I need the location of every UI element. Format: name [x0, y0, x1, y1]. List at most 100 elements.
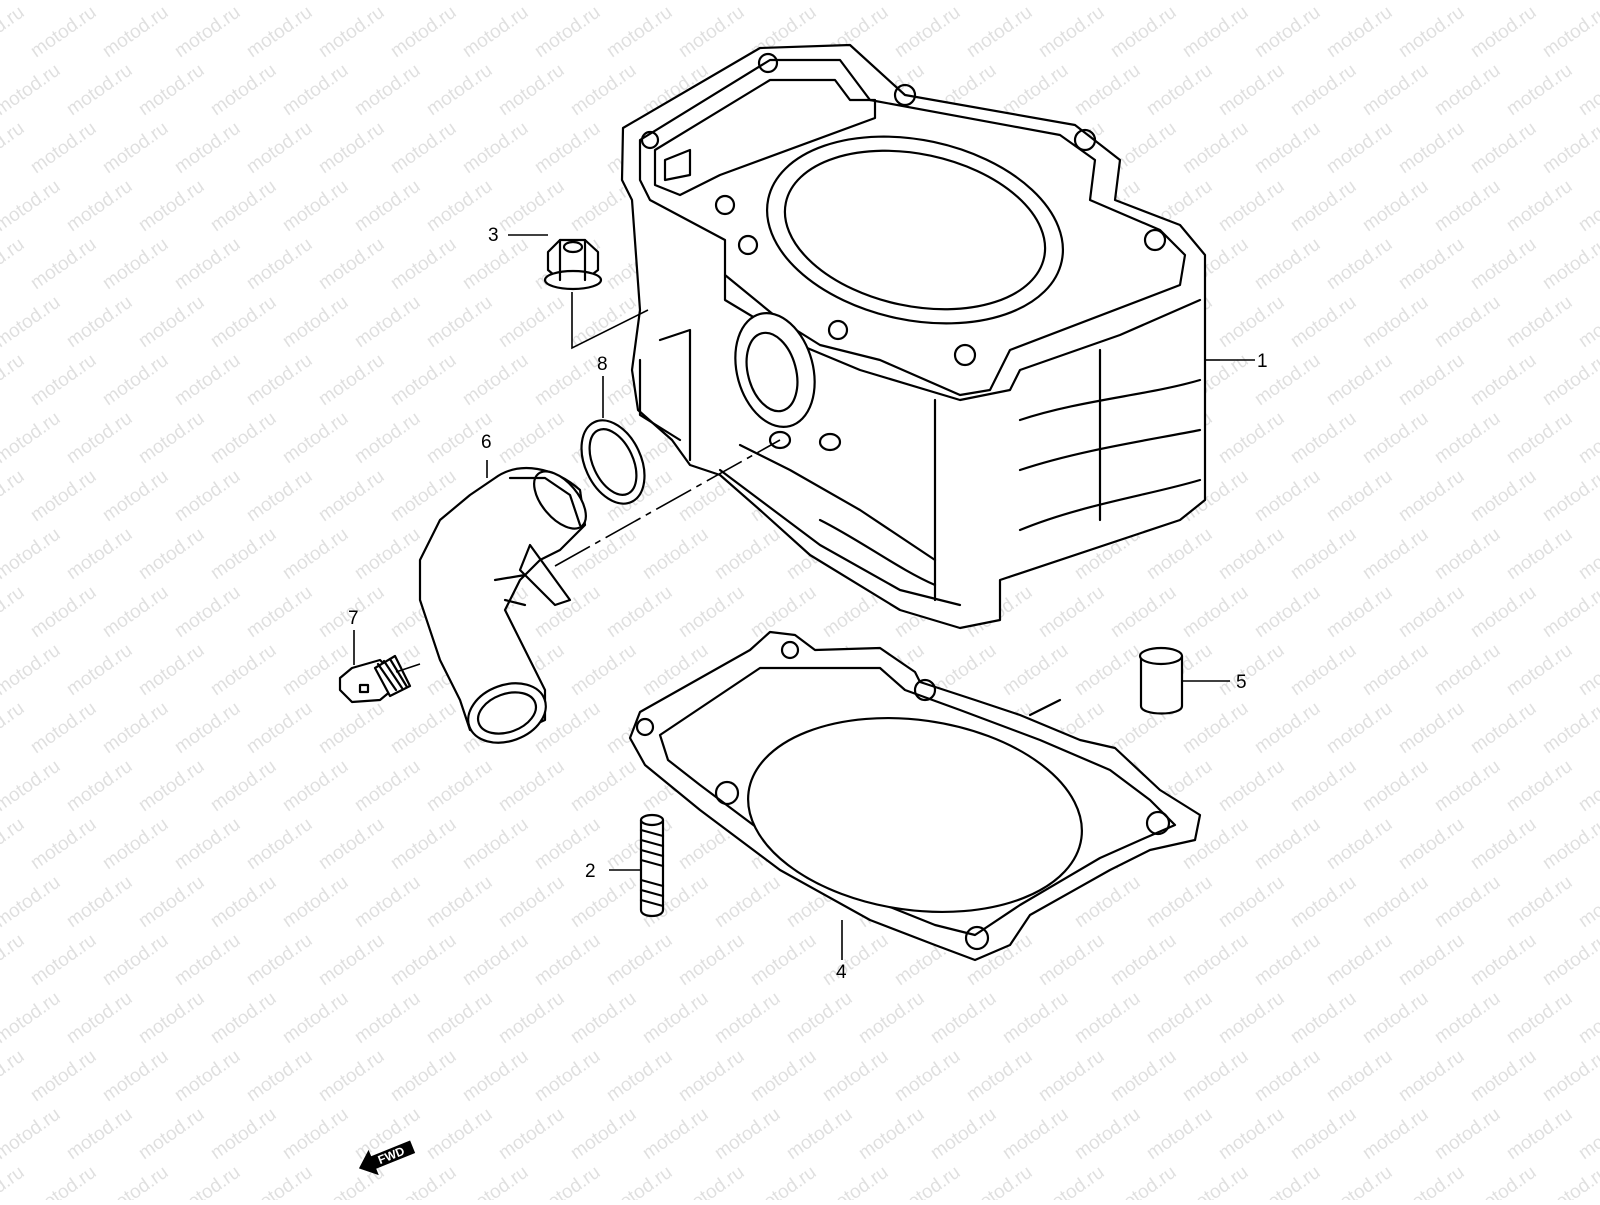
watermark-text: motod.ru — [63, 1104, 136, 1164]
watermark-text: motod.ru — [711, 988, 784, 1048]
watermark-text: motod.ru — [1251, 118, 1324, 178]
watermark-text: motod.ru — [135, 872, 208, 932]
watermark-text: motod.ru — [1467, 1162, 1540, 1200]
watermark-text: motod.ru — [1575, 872, 1600, 932]
watermark-text: motod.ru — [63, 292, 136, 352]
watermark-text: motod.ru — [135, 0, 208, 4]
watermark-text: motod.ru — [1575, 408, 1600, 468]
watermark-text: motod.ru — [1215, 640, 1288, 700]
watermark-text: motod.ru — [1179, 118, 1252, 178]
watermark-text: motod.ru — [1287, 524, 1360, 584]
watermark-text: motod.ru — [99, 466, 172, 526]
callout-4: 4 — [836, 962, 847, 983]
watermark-text: motod.ru — [1395, 2, 1468, 62]
watermark-text: motod.ru — [1215, 1104, 1288, 1164]
watermark-text: motod.ru — [1215, 408, 1288, 468]
watermark-text: motod.ru — [1143, 0, 1216, 4]
watermark-text: motod.ru — [459, 814, 532, 874]
watermark-text: motod.ru — [999, 0, 1072, 4]
watermark-text: motod.ru — [27, 1162, 100, 1200]
watermark-text: motod.ru — [1251, 1162, 1324, 1200]
watermark-text: motod.ru — [1071, 640, 1144, 700]
watermark-text: motod.ru — [207, 60, 280, 120]
watermark-text: motod.ru — [1143, 524, 1216, 584]
watermark-text: motod.ru — [423, 176, 496, 236]
watermark-text: motod.ru — [531, 2, 604, 62]
watermark-text: motod.ru — [0, 582, 28, 642]
watermark-text: motod.ru — [135, 408, 208, 468]
watermark-text: motod.ru — [1215, 176, 1288, 236]
watermark-text: motod.ru — [99, 582, 172, 642]
watermark-text: motod.ru — [603, 814, 676, 874]
watermark-text: motod.ru — [1575, 756, 1600, 816]
watermark-text: motod.ru — [1359, 872, 1432, 932]
callout-3: 3 — [488, 225, 499, 246]
watermark-text: motod.ru — [351, 988, 424, 1048]
watermark-text: motod.ru — [0, 988, 64, 1048]
watermark-text: motod.ru — [27, 698, 100, 758]
watermark-text: motod.ru — [495, 756, 568, 816]
watermark-text: motod.ru — [1215, 872, 1288, 932]
watermark-text: motod.ru — [279, 408, 352, 468]
watermark-text: motod.ru — [1143, 872, 1216, 932]
watermark-text: motod.ru — [1251, 234, 1324, 294]
watermark-text: motod.ru — [1395, 930, 1468, 990]
watermark-text: motod.ru — [1035, 2, 1108, 62]
watermark-text: motod.ru — [63, 408, 136, 468]
watermark-text: motod.ru — [1287, 176, 1360, 236]
watermark-text: motod.ru — [1359, 1104, 1432, 1164]
watermark-text: motod.ru — [99, 2, 172, 62]
watermark-text: motod.ru — [135, 756, 208, 816]
watermark-text: motod.ru — [459, 1046, 532, 1106]
watermark-text: motod.ru — [1431, 60, 1504, 120]
watermark-text: motod.ru — [675, 1046, 748, 1106]
watermark-text: motod.ru — [1251, 466, 1324, 526]
watermark-text: motod.ru — [999, 60, 1072, 120]
watermark-text: motod.ru — [1251, 698, 1324, 758]
callout-8: 8 — [597, 354, 608, 375]
water-pipe-drawing — [418, 467, 587, 744]
watermark-text: motod.ru — [171, 582, 244, 642]
watermark-text: motod.ru — [279, 756, 352, 816]
watermark-text: motod.ru — [891, 1162, 964, 1200]
watermark-text: motod.ru — [1359, 988, 1432, 1048]
watermark-text: motod.ru — [351, 60, 424, 120]
watermark-text: motod.ru — [1323, 350, 1396, 410]
watermark-text: motod.ru — [1575, 0, 1600, 4]
watermark-text: motod.ru — [1035, 1162, 1108, 1200]
watermark-text: motod.ru — [1323, 814, 1396, 874]
watermark-text: motod.ru — [387, 118, 460, 178]
watermark-text: motod.ru — [1503, 988, 1576, 1048]
watermark-text: motod.ru — [1503, 0, 1576, 4]
watermark-text: motod.ru — [171, 2, 244, 62]
watermark-text: motod.ru — [495, 0, 568, 4]
watermark-text: motod.ru — [27, 350, 100, 410]
watermark-text: motod.ru — [1467, 234, 1540, 294]
watermark-text: motod.ru — [1575, 1104, 1600, 1164]
watermark-text: motod.ru — [1431, 0, 1504, 4]
watermark-text: motod.ru — [495, 60, 568, 120]
watermark-text: motod.ru — [1179, 1162, 1252, 1200]
watermark-text: motod.ru — [567, 1104, 640, 1164]
watermark-text: motod.ru — [351, 292, 424, 352]
watermark-text: motod.ru — [27, 2, 100, 62]
watermark-text: motod.ru — [243, 582, 316, 642]
watermark-text: motod.ru — [855, 988, 928, 1048]
watermark-text: motod.ru — [459, 930, 532, 990]
callout-2: 2 — [585, 861, 596, 882]
watermark-text: motod.ru — [171, 814, 244, 874]
watermark-text: motod.ru — [387, 814, 460, 874]
watermark-text: motod.ru — [279, 988, 352, 1048]
watermark-text: motod.ru — [135, 1104, 208, 1164]
watermark-text: motod.ru — [1503, 292, 1576, 352]
watermark-text: motod.ru — [315, 118, 388, 178]
watermark-text: motod.ru — [207, 292, 280, 352]
watermark-text: motod.ru — [639, 0, 712, 4]
watermark-text: motod.ru — [1359, 60, 1432, 120]
watermark-text: motod.ru — [747, 1162, 820, 1200]
watermark-text: motod.ru — [1539, 350, 1600, 410]
watermark-text: motod.ru — [207, 408, 280, 468]
watermark-text: motod.ru — [783, 0, 856, 4]
watermark-text: motod.ru — [1395, 698, 1468, 758]
watermark-text: motod.ru — [243, 698, 316, 758]
